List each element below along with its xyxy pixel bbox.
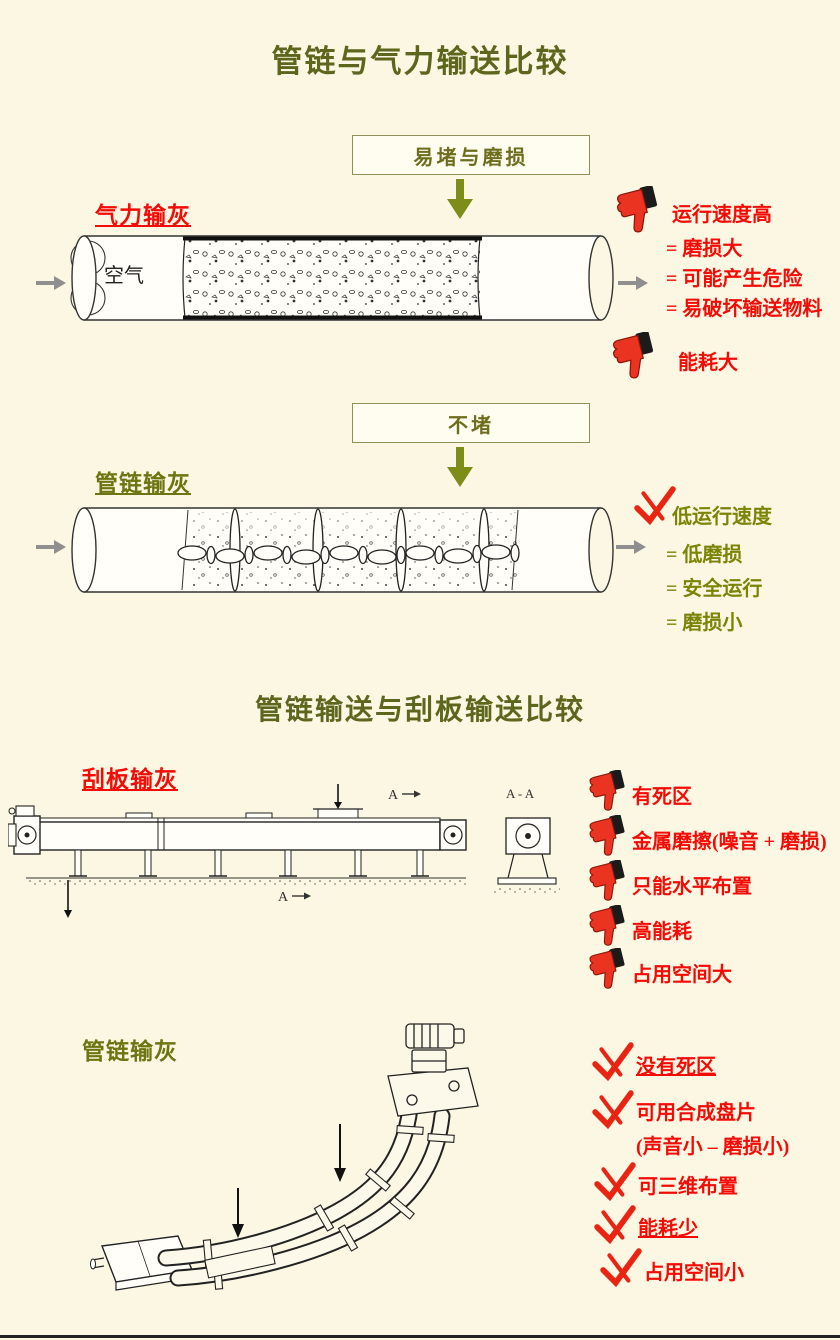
page-title-scraper-comparison: 管链输送与刮板输送比较	[254, 695, 585, 726]
pipechain-3d-drawing	[90, 1023, 479, 1291]
flow-out-arrow-icon	[616, 540, 646, 554]
con-item: 只能水平布置	[632, 876, 752, 898]
con-item: 运行速度高	[672, 204, 772, 226]
check-star-icon	[592, 1090, 634, 1132]
thumbs-down-icon	[610, 186, 664, 234]
thumbs-down-icon	[583, 860, 631, 902]
olive-down-arrow-icon	[445, 447, 475, 487]
flow-out-arrow-icon	[618, 276, 648, 290]
callout-no-clog: 不堵	[352, 403, 590, 443]
pro-item: 能耗少	[638, 1218, 698, 1240]
check-star-icon	[600, 1248, 642, 1290]
pipechain-pipe-drawing	[71, 507, 614, 593]
thumbs-down-icon	[606, 332, 660, 380]
pipechain-bottom-label: 管链输灰	[82, 1039, 178, 1064]
pro-item: 没有死区	[636, 1056, 716, 1078]
pro-item: = 低磨损	[666, 544, 743, 566]
cut-label-top: A	[388, 788, 399, 803]
pro-item: 低运行速度	[672, 506, 772, 528]
air-label: 空气	[104, 264, 144, 287]
cut-label-bottom: A	[278, 890, 289, 905]
con-item: 有死区	[632, 786, 692, 808]
scraper-conveyor-drawing: A A A - A	[8, 784, 560, 918]
pro-item: 可三维布置	[638, 1176, 738, 1198]
pro-item: 占用空间小	[644, 1262, 744, 1284]
con-item: = 可能产生危险	[666, 268, 803, 290]
pro-item: 可用合成盘片	[636, 1102, 756, 1124]
check-star-icon	[594, 1162, 636, 1204]
con-item: = 易破坏输送物料	[666, 298, 823, 320]
scraper-label: 刮板输灰	[82, 767, 178, 792]
thumbs-down-icon	[583, 770, 631, 812]
page-title-pneumatic-comparison: 管链与气力输送比较	[271, 44, 569, 79]
pipechain-top-label: 管链输灰	[95, 471, 191, 496]
check-star-icon	[594, 1205, 636, 1247]
con-item: 高能耗	[632, 921, 692, 943]
pro-item: (声音小 – 磨损小)	[636, 1136, 790, 1158]
con-item: 金属磨擦(噪音 + 磨损)	[632, 831, 827, 853]
thumbs-down-icon	[583, 905, 631, 947]
flow-in-arrow-icon	[36, 540, 66, 554]
thumbs-down-icon	[583, 815, 631, 857]
footer-line	[0, 1335, 840, 1338]
thumbs-down-icon	[583, 948, 631, 990]
callout-clog-wear: 易堵与磨损	[352, 135, 590, 175]
check-star-icon	[592, 1042, 634, 1084]
section-view-label: A - A	[506, 786, 535, 801]
pneumatic-label: 气力输灰	[95, 203, 191, 228]
con-item: 能耗大	[678, 352, 738, 374]
con-item: = 磨损大	[666, 238, 743, 260]
pro-item: = 磨损小	[666, 612, 743, 634]
pro-item: = 安全运行	[666, 578, 763, 600]
olive-down-arrow-icon	[445, 179, 475, 219]
con-item: 占用空间大	[632, 964, 732, 986]
flow-in-arrow-icon	[36, 276, 66, 290]
pneumatic-pipe-drawing: 空气	[70, 235, 614, 321]
check-star-icon	[634, 486, 676, 528]
